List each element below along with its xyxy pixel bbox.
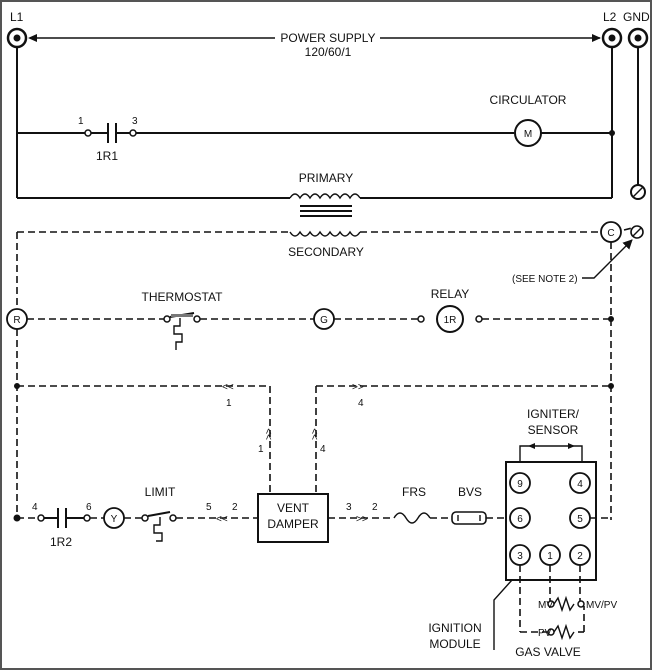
module-terminal-4 xyxy=(569,472,591,494)
see-note-2: (SEE NOTE 2) xyxy=(512,274,578,285)
ground-screw-icon xyxy=(630,225,644,239)
module-terminal-3-label: 3 xyxy=(517,551,523,562)
module-terminal-1-label: 1 xyxy=(547,551,553,562)
terminal-c-label: C xyxy=(607,228,614,239)
gas-valve-label: GAS VALVE xyxy=(515,645,581,659)
terminal-y-label: Y xyxy=(111,514,118,525)
power-supply-label: POWER SUPPLY xyxy=(280,31,375,45)
transformer-icon xyxy=(289,193,361,237)
ignition-module-leader xyxy=(493,579,513,650)
vent-damper-label-line1: VENT xyxy=(277,501,310,515)
thermostat-label: THERMOSTAT xyxy=(142,290,224,304)
transformer-secondary-label: SECONDARY xyxy=(288,245,364,259)
junction-dot xyxy=(608,383,614,389)
wire-4-chevron: >> xyxy=(352,382,364,393)
terminal-g-label: G xyxy=(320,315,328,326)
contact-1r2-terminal-right: 6 xyxy=(86,502,92,513)
thermostat-switch-icon xyxy=(163,312,201,350)
igniter-sensor-label-line1: IGNITER/ xyxy=(527,407,580,421)
limit-wire-number-2: 2 xyxy=(232,502,238,513)
junction-dot xyxy=(608,316,614,322)
contact-1r1-terminal-left: 1 xyxy=(78,116,84,127)
limit-label: LIMIT xyxy=(145,485,176,499)
frs-label: FRS xyxy=(402,485,426,499)
module-terminal-9 xyxy=(509,472,531,494)
junction-dot xyxy=(609,130,615,136)
module-terminal-4-label: 4 xyxy=(577,479,583,490)
bvs-switch-icon xyxy=(451,511,487,525)
vent-damper-box xyxy=(257,493,329,543)
gas-valve-mv-pv-label: MV/PV xyxy=(586,600,617,611)
terminal-l1 xyxy=(6,27,28,49)
limit-wire-number-5: 5 xyxy=(206,502,212,513)
gas-valve-pv-label: PV xyxy=(538,628,552,639)
module-terminal-2-label: 2 xyxy=(577,551,583,562)
relay-label: RELAY xyxy=(431,287,469,301)
relay-coil-symbol: 1R xyxy=(444,315,457,326)
wire-4-drop-chevron: >> xyxy=(310,428,321,440)
wire-4-number: 4 xyxy=(358,398,364,409)
transformer-primary-label: PRIMARY xyxy=(299,171,353,185)
c-to-ground-wire xyxy=(623,227,633,231)
damper-wire-number-2: 2 xyxy=(372,502,378,513)
gas-valve-mv-coil-icon xyxy=(547,595,585,613)
contact-1r2 xyxy=(37,508,91,528)
contact-1r1 xyxy=(84,123,137,143)
power-supply-arrow xyxy=(28,34,601,42)
igniter-sensor-label-line2: SENSOR xyxy=(528,423,579,437)
terminal-gnd xyxy=(627,27,649,49)
limit-wire-chevron: << xyxy=(216,514,228,525)
damper-wire-number-3: 3 xyxy=(346,502,352,513)
terminal-l2 xyxy=(601,27,623,49)
terminal-l1-label: L1 xyxy=(10,10,24,24)
ignition-module-label-line2: MODULE xyxy=(429,637,480,651)
relay-coil-icon xyxy=(417,305,483,333)
power-supply-rating: 120/60/1 xyxy=(305,45,352,59)
terminal-r-label: R xyxy=(13,315,20,326)
note-leader-arrow xyxy=(582,239,633,279)
gas-valve-mv-label: MV xyxy=(538,600,553,611)
contact-1r2-terminal-left: 4 xyxy=(32,502,38,513)
contact-1r2-label: 1R2 xyxy=(50,535,72,549)
frs-fuse-icon xyxy=(393,512,431,524)
circulator-label: CIRCULATOR xyxy=(490,93,567,107)
contact-1r1-label: 1R1 xyxy=(96,149,118,163)
module-terminal-9-label: 9 xyxy=(517,479,523,490)
wire-4-vent-number: 4 xyxy=(320,444,326,455)
wire-1-number: 1 xyxy=(226,398,232,409)
damper-wire-chevron: >> xyxy=(356,514,368,525)
gas-valve-pv-coil-icon xyxy=(547,606,585,641)
ignition-module-label-line1: IGNITION xyxy=(428,621,481,635)
wire-1-vent-number: 1 xyxy=(258,444,264,455)
module-terminal-6 xyxy=(509,507,531,529)
module-terminal-5-label: 5 xyxy=(577,514,583,525)
terminal-gnd-label: GND xyxy=(623,10,650,24)
wire-1-chevron: << xyxy=(222,382,234,393)
bvs-label: BVS xyxy=(458,485,482,499)
module-terminal-6-label: 6 xyxy=(517,514,523,525)
circulator-motor-symbol: M xyxy=(524,129,532,140)
contact-1r1-terminal-right: 3 xyxy=(132,116,138,127)
vent-damper-label-line2: DAMPER xyxy=(267,517,319,531)
ground-terminal xyxy=(630,184,646,200)
terminal-l2-label: L2 xyxy=(603,10,617,24)
wire-1-drop-chevron: >> xyxy=(264,428,275,440)
limit-switch-icon xyxy=(141,511,177,542)
